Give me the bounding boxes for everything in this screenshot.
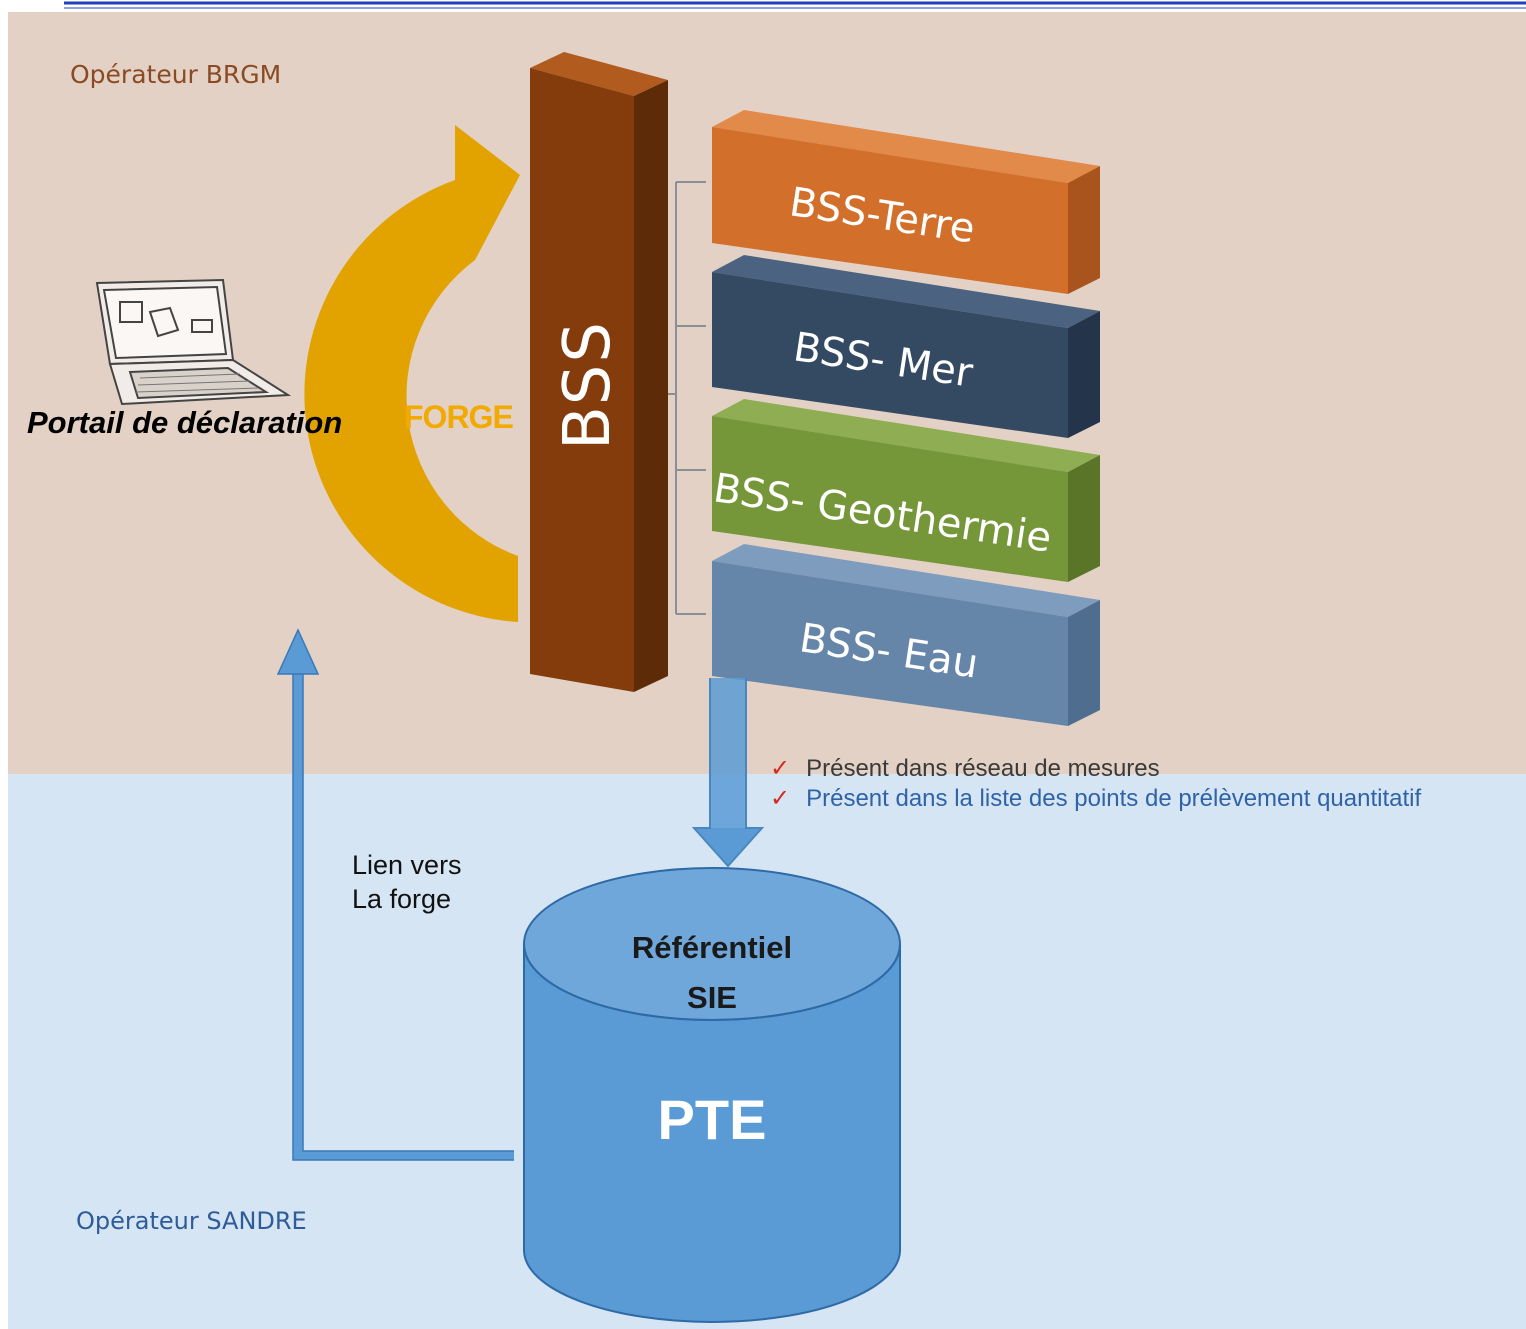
link-label: Lien vers La forge [352, 848, 462, 916]
block-bss-eau [712, 544, 1100, 726]
block-bss-mer [712, 255, 1100, 438]
database-title: Référentiel [631, 930, 793, 965]
link-arrow [276, 628, 514, 1161]
database-name: PTE [657, 1088, 767, 1151]
link-label-line1: Lien vers [352, 850, 462, 880]
block-bss-geothermie [712, 399, 1100, 582]
bracket-connector [640, 181, 706, 615]
operator-brgm-label: Opérateur BRGM [70, 60, 282, 89]
forge-curved-arrow [304, 125, 520, 622]
database-subtitle: SIE [687, 980, 737, 1015]
bss-column-label: BSS [551, 319, 625, 451]
check-icon: ✓ [770, 785, 791, 812]
block-bss-terre [712, 110, 1100, 294]
header-rule [64, 1, 1526, 9]
check-item: ✓ Présent dans réseau de mesures [770, 754, 1160, 783]
check-item: ✓ Présent dans la liste des points de pré… [770, 784, 1421, 813]
bss-column [530, 52, 668, 692]
portal-label: Portail de déclaration [27, 405, 343, 440]
operator-sandre-label: Opérateur SANDRE [76, 1207, 307, 1235]
down-arrow [691, 678, 765, 868]
check-text: Présent dans réseau de mesures [806, 755, 1160, 782]
check-text: Présent dans la liste des points de prél… [806, 785, 1422, 812]
check-icon: ✓ [770, 755, 791, 782]
laptop-icon [95, 278, 292, 406]
forge-label: FORGE [404, 399, 514, 435]
database-cylinder [523, 867, 901, 1323]
link-label-line2: La forge [352, 884, 452, 914]
